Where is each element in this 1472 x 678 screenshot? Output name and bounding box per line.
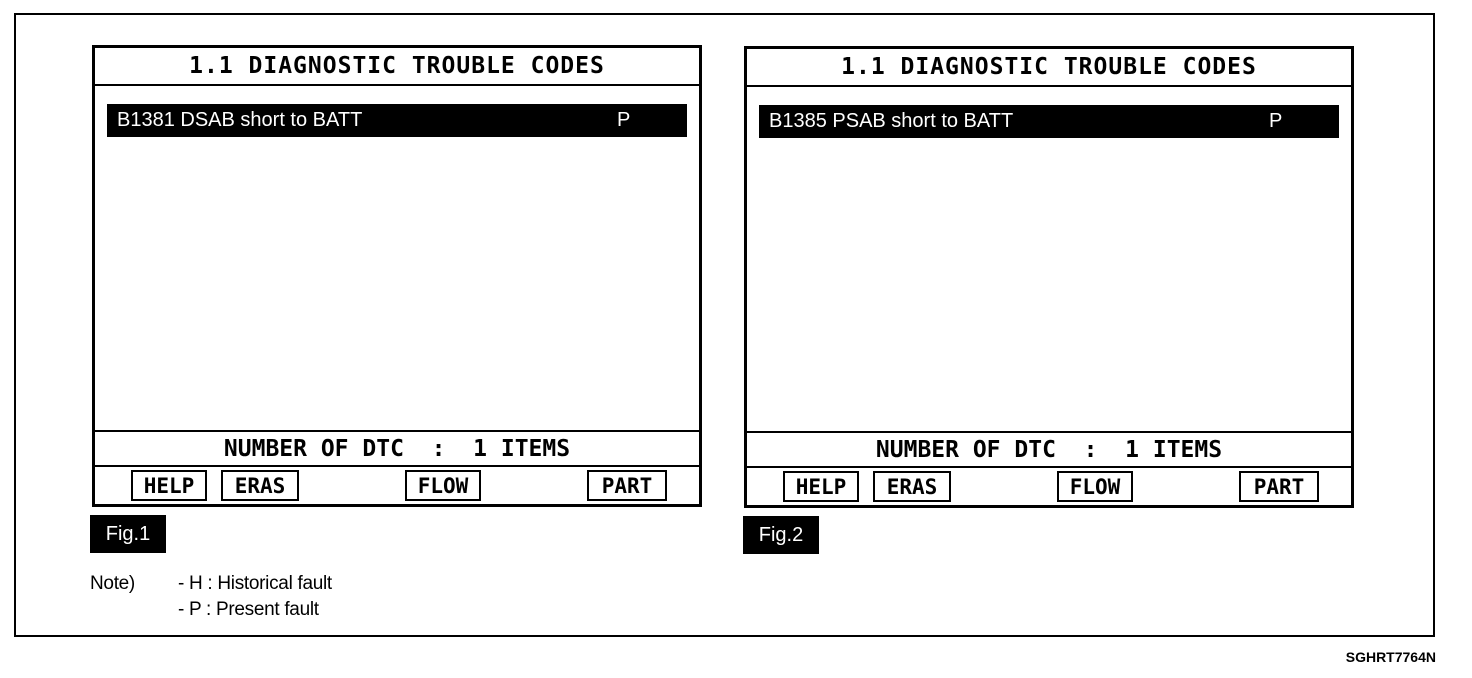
erase-button[interactable]: ERAS [873, 471, 951, 502]
part-button[interactable]: PART [1239, 471, 1319, 502]
dtc-list: B1385 PSAB short to BATT P [747, 87, 1351, 431]
figure-label-1: Fig.1 [90, 515, 166, 553]
function-key-bar: HELP ERAS FLOW PART [747, 468, 1351, 505]
note-line-historical: - H : Historical fault [178, 573, 332, 594]
dtc-status: P [1269, 110, 1283, 132]
dtc-code-text: B1385 PSAB short to BATT [769, 110, 1014, 132]
dtc-list: B1381 DSAB short to BATT P [95, 86, 699, 430]
note-heading: Note) [90, 573, 135, 594]
diagnostic-screen-1: 1.1 DIAGNOSTIC TROUBLE CODES B1381 DSAB … [92, 45, 702, 507]
help-button[interactable]: HELP [131, 470, 207, 501]
erase-button[interactable]: ERAS [221, 470, 299, 501]
reference-code: SGHRT7764N [1345, 649, 1436, 665]
dtc-status: P [617, 109, 631, 131]
dtc-count: NUMBER OF DTC : 1 ITEMS [95, 430, 699, 467]
flow-button[interactable]: FLOW [1057, 471, 1133, 502]
screen-title: 1.1 DIAGNOSTIC TROUBLE CODES [95, 48, 699, 86]
figure-label-2: Fig.2 [743, 516, 819, 554]
screen-title: 1.1 DIAGNOSTIC TROUBLE CODES [747, 49, 1351, 87]
part-button[interactable]: PART [587, 470, 667, 501]
figure-frame [14, 13, 1435, 637]
dtc-list-item[interactable]: B1385 PSAB short to BATT P [759, 105, 1339, 138]
dtc-code-text: B1381 DSAB short to BATT [117, 109, 363, 131]
function-key-bar: HELP ERAS FLOW PART [95, 467, 699, 504]
diagnostic-screen-2: 1.1 DIAGNOSTIC TROUBLE CODES B1385 PSAB … [744, 46, 1354, 508]
note-line-present: - P : Present fault [178, 599, 319, 620]
dtc-count: NUMBER OF DTC : 1 ITEMS [747, 431, 1351, 468]
flow-button[interactable]: FLOW [405, 470, 481, 501]
dtc-list-item[interactable]: B1381 DSAB short to BATT P [107, 104, 687, 137]
help-button[interactable]: HELP [783, 471, 859, 502]
